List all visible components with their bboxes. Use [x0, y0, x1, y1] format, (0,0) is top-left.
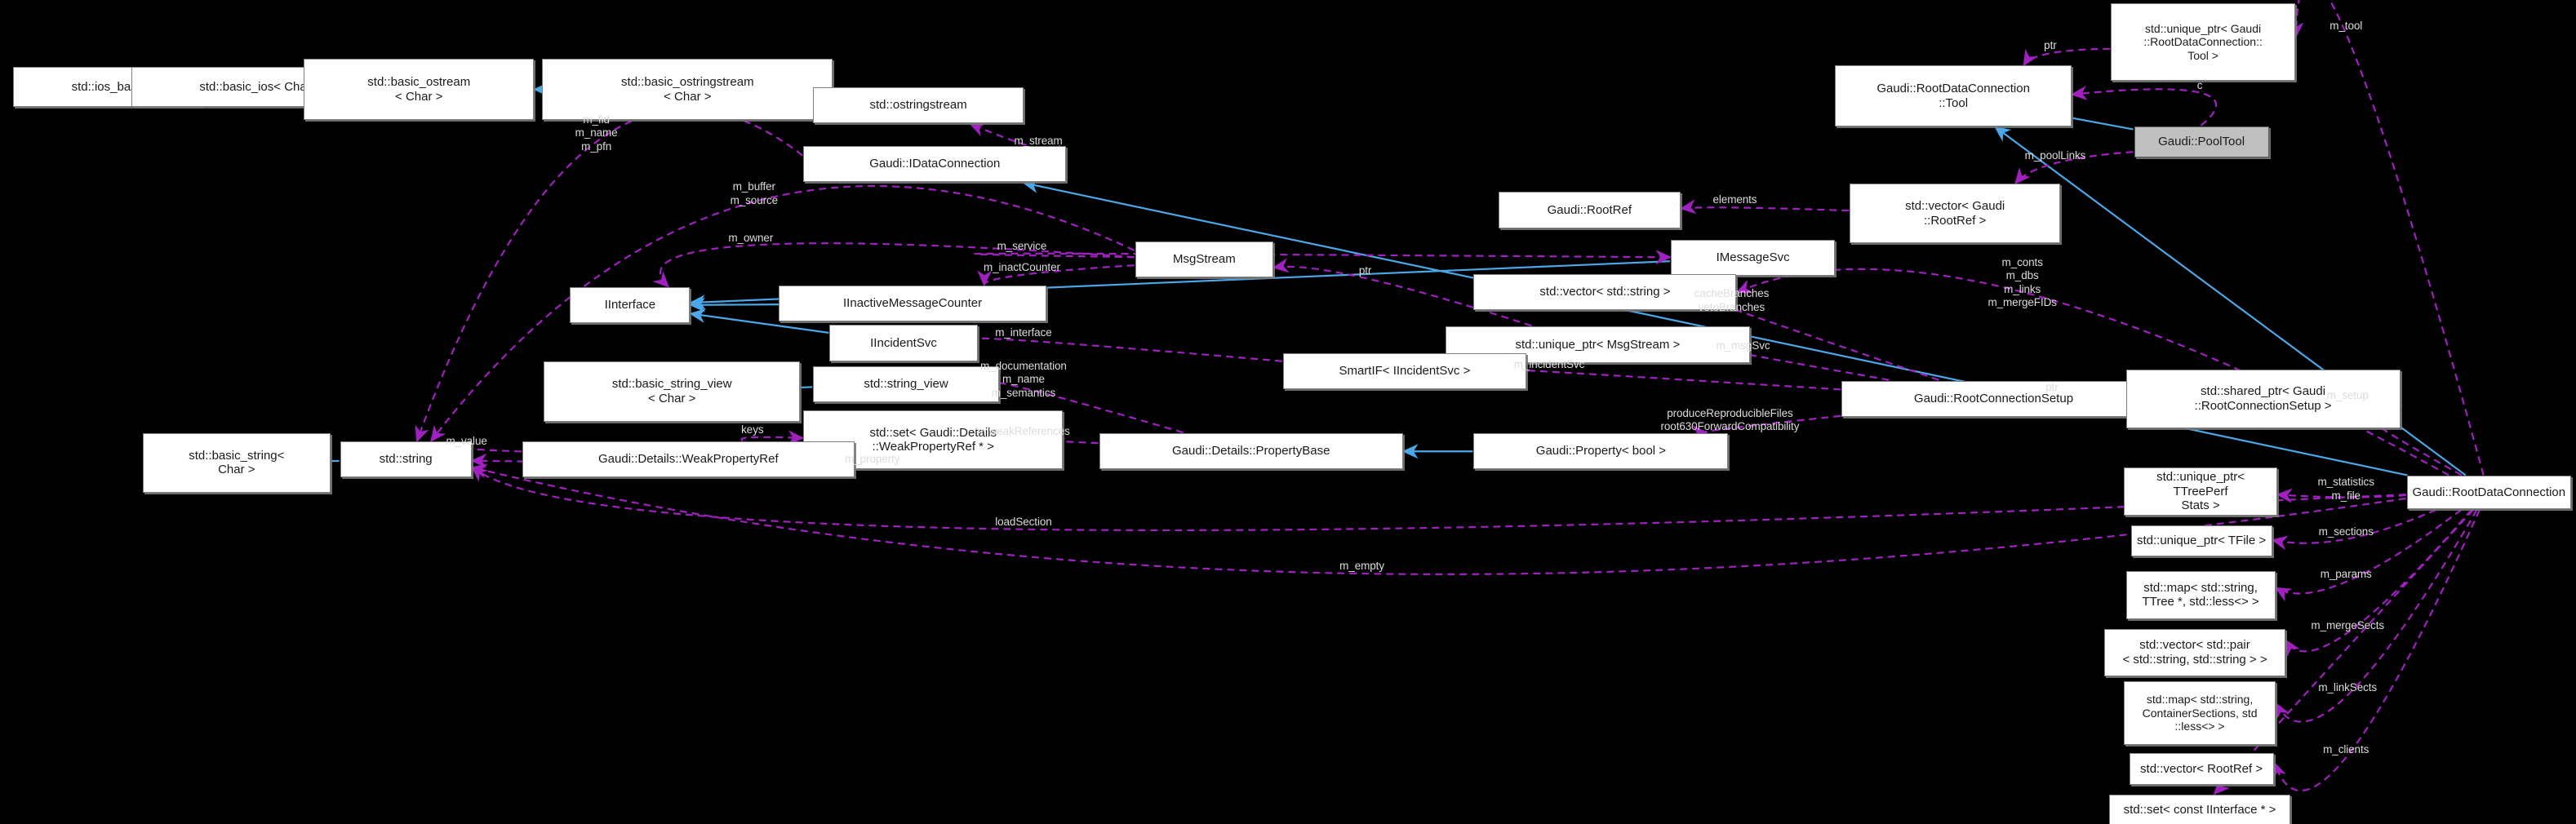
edge-label-m_service: m_service [997, 239, 1047, 252]
uml-node-rootref[interactable]: Gaudi::RootRef [1498, 192, 1681, 228]
edge-label-m_owner: m_owner [728, 231, 774, 244]
edge-label-m_empty: m_empty [1339, 560, 1384, 573]
uml-node-map_string_ttree[interactable]: std::map< std::string, TTree *, std::les… [2125, 571, 2276, 619]
edge-label-produceReproducible: produceReproducibleFiles root630ForwardC… [1660, 406, 1800, 433]
edge-rootconnectionsetup-to-property_bool [1691, 414, 1841, 441]
uml-node-string_view[interactable]: std::string_view [813, 365, 999, 402]
edge-rootconnectionsetup-to-smartif_iincident [1502, 363, 1841, 391]
uml-node-basic_string_view[interactable]: std::basic_string_view < Char > [544, 361, 801, 423]
uml-node-ostringstream[interactable]: std::ostringstream [813, 86, 1024, 123]
edge-rootconnectionsetup-to-uniqueptr_msgstream [1726, 344, 1890, 381]
edge-label-m_buffer_source: m_buffer m_source [730, 180, 779, 206]
edge-rootdataconnection-to-uniqueptr_tfile [2271, 508, 2437, 551]
uml-node-map_string_cs[interactable]: std::map< std::string, ContainerSections… [2124, 680, 2276, 746]
edge-label-m_linkSects: m_linkSects [2318, 680, 2378, 693]
uml-node-pooltool[interactable]: Gaudi::PoolTool [2134, 126, 2269, 158]
uml-node-property_bool[interactable]: Gaudi::Property< bool > [1473, 433, 1729, 470]
uml-node-set_iinterface[interactable]: std::set< const IInterface * > [2109, 794, 2290, 824]
edge-pooltool-to-rootdc_tool [2070, 85, 2218, 126]
edge-label-m_conts_group: m_conts m_dbs m_links m_mergeFIDs [1988, 255, 2057, 309]
edge-label-m_statistics: m_statistics m_file [2317, 476, 2374, 502]
edge-label-m_params: m_params [2320, 568, 2372, 581]
edge-msgstream-to-iinactivemsg [977, 264, 1135, 287]
edge-label-m_sections: m_sections [2318, 525, 2374, 538]
edge-pooltool-to-vector_rootref_g [2014, 151, 2134, 185]
uml-node-imessagesvc[interactable]: IMessageSvc [1670, 239, 1836, 276]
edge-label-keys: keys [741, 423, 764, 436]
uml-node-msgstream[interactable]: MsgStream [1135, 241, 1273, 277]
edge-label-m_poolLinks: m_poolLinks [2024, 149, 2086, 162]
uml-node-vector_rootref_g[interactable]: std::vector< Gaudi ::RootRef > [1850, 184, 2060, 243]
uml-node-basic_ostringstream[interactable]: std::basic_ostringstream < Char > [542, 59, 833, 120]
edge-label-m_mergeSects: m_mergeSects [2311, 618, 2385, 631]
uml-node-weakpropref[interactable]: Gaudi::Details::WeakPropertyRef [522, 441, 855, 478]
uml-node-vector_string[interactable]: std::vector< std::string > [1473, 273, 1737, 311]
uml-node-idataconnection[interactable]: Gaudi::IDataConnection [803, 146, 1067, 183]
uml-node-iinterface[interactable]: IInterface [570, 287, 691, 324]
edge-uniqueptr_tool-to-rootdc_tool [2023, 47, 2111, 67]
edge-label-m_clients: m_clients [2323, 743, 2369, 756]
edge-label-m_inactCounter: m_inactCounter [983, 260, 1060, 273]
edge-msgstream-to-iinterface [652, 242, 1135, 288]
uml-node-sharedptr_setup[interactable]: std::shared_ptr< Gaudi ::RootConnectionS… [2125, 369, 2401, 429]
uml-node-basic_ostream[interactable]: std::basic_ostream < Char > [304, 59, 535, 120]
edge-rootdataconnection-to-map_string_ttree [2274, 508, 2463, 602]
edge-msgstream-to-imessagesvc [974, 250, 1672, 265]
uml-node-smartif_iincident[interactable]: SmartIF< IIncidentSvc > [1282, 352, 1526, 389]
edge-rootdataconnection-to-vector_rootref [2272, 509, 2481, 792]
edge-label-loadSection: loadSection [995, 515, 1052, 528]
uml-node-iincidentsvc[interactable]: IIncidentSvc [829, 325, 978, 361]
uml-node-vector_rootref[interactable]: std::vector< RootRef > [2129, 753, 2274, 785]
uml-node-uniqueptr_tool[interactable]: std::unique_ptr< Gaudi ::RootDataConnect… [2111, 3, 2295, 81]
uml-node-vector_pair_ss[interactable]: std::vector< std::pair < std::string, st… [2104, 628, 2285, 676]
uml-node-rootdc_tool[interactable]: Gaudi::RootDataConnection ::Tool [1835, 65, 2072, 126]
edge-vector_rootref_g-to-rootref [1679, 199, 1850, 215]
edge-label-ptr_tool: ptr [2044, 39, 2057, 52]
uml-node-string[interactable]: std::string [340, 441, 472, 478]
uml-node-iinactivemsg[interactable]: IInactiveMessageCounter [779, 286, 1047, 322]
edge-smartif_iincident-to-iincidentsvc [962, 331, 1283, 362]
edge-pooltool-to-rootdc_tool [2057, 108, 2134, 131]
edge-weakpropref-to-set_weakpropref [740, 430, 805, 445]
edge-rootdataconnection-to-vector_pair_ss [2285, 508, 2472, 657]
uml-node-propertybase[interactable]: Gaudi::Details::PropertyBase [1099, 433, 1403, 470]
edge-label-m_interface: m_interface [995, 326, 1052, 339]
edge-label-elements: elements [1712, 193, 1757, 206]
edge-rootdataconnection-to-string [470, 463, 2406, 575]
edge-rootdataconnection-to-uniqueptr_ttreeperf [2276, 488, 2406, 503]
uml-node-rootdataconnection[interactable]: Gaudi::RootDataConnection [2406, 476, 2571, 509]
edge-label-c_label: c [2196, 78, 2203, 91]
edge-label-ptr_msg: ptr [1358, 264, 1372, 277]
uml-node-rootconnectionsetup[interactable]: Gaudi::RootConnectionSetup [1841, 380, 2146, 418]
edge-rootdataconnection-to-map_string_cs [2275, 509, 2478, 723]
edge-label-m_tool: m_tool [2330, 20, 2363, 33]
inheritance-edge-group [131, 79, 2467, 476]
uml-node-uniqueptr_tfile[interactable]: std::unique_ptr< TFile > [2130, 525, 2272, 557]
edge-iinactivemsg-to-iinterface [689, 297, 785, 312]
uml-node-uniqueptr_ttreeperf[interactable]: std::unique_ptr< TTreePerf Stats > [2124, 467, 2277, 516]
uml-node-basic_string[interactable]: std::basic_string< Char > [143, 433, 331, 493]
